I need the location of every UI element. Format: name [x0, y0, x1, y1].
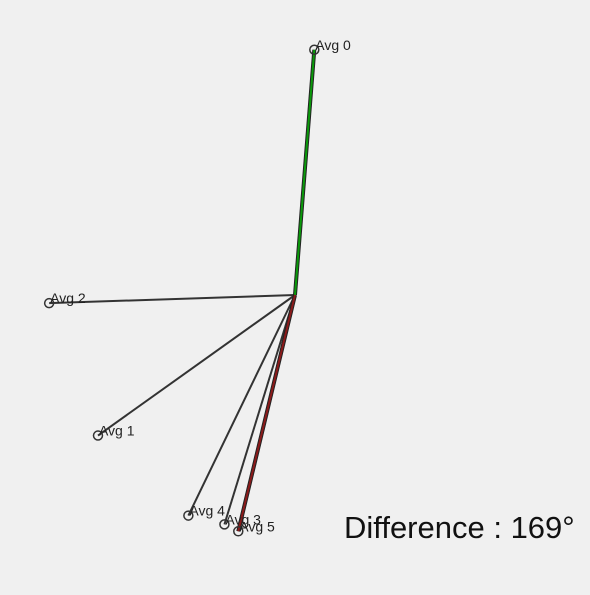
vector-lines [49, 49, 317, 532]
vector-line-avg-0 [294, 49, 316, 296]
vector-line-avg-3 [223, 294, 296, 525]
vector-label-avg-0: Avg 0 [315, 37, 351, 53]
vector-label-avg-2: Avg 2 [50, 290, 86, 306]
vector-line-avg-4 [187, 294, 296, 517]
difference-readout: Difference : 169° [344, 510, 575, 545]
vector-endpoint-marker-avg-4 [183, 510, 194, 521]
vector-label-avg-5: Avg 5 [239, 518, 275, 534]
vector-endpoint-marker-avg-1 [92, 430, 104, 441]
vector-markers [43, 44, 320, 537]
vector-line-avg-5 [237, 294, 296, 532]
vector-line-avg-2 [49, 294, 296, 305]
vector-endpoint-marker-avg-2 [43, 297, 55, 309]
vector-endpoint-marker-avg-5 [233, 526, 244, 537]
vector-line-avg-1 [97, 294, 296, 437]
vector-label-avg-1: Avg 1 [99, 423, 135, 439]
vector-endpoint-marker-avg-3 [219, 519, 230, 530]
vector-label-avg-3: Avg 3 [225, 511, 261, 527]
vector-label-avg-4: Avg 4 [189, 503, 225, 519]
vector-endpoint-marker-avg-0 [309, 44, 320, 56]
